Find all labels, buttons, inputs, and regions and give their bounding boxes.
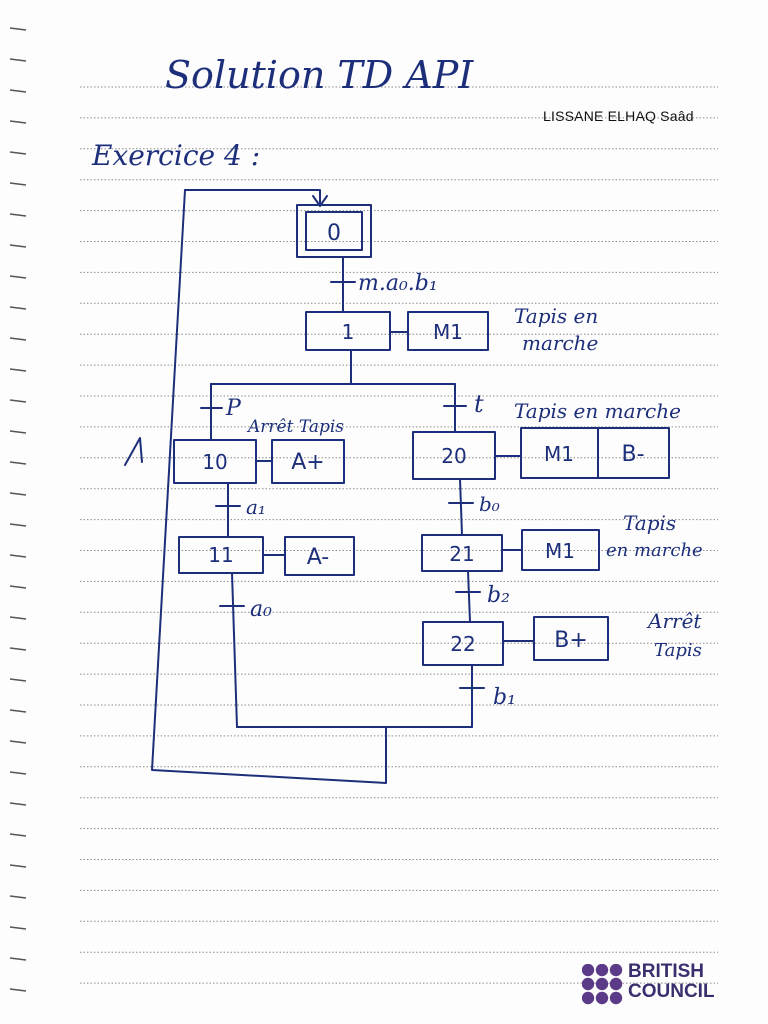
comment-10: Arrêt Tapis [246,417,344,437]
margin-tick [9,430,27,434]
transition-20-label: b₀ [479,492,500,516]
comment-22-line2: Tapis [654,640,702,661]
logo-dot [582,964,595,977]
action-11-box [284,536,355,576]
logo-dot [582,977,595,991]
margin-tick [9,523,27,527]
logo-dot [582,991,595,1005]
logo-dot [595,977,609,991]
margin-tick [9,306,27,310]
action-10-box [271,439,345,484]
action-1-label: M1 [433,320,463,344]
svg-text:1: 1 [342,320,355,344]
action-21-box [521,529,600,571]
comment-1-line1: Tapis en [514,304,598,328]
loop-return-outer [151,189,387,784]
margin-tick [9,957,27,961]
arrow-up-icon [124,437,143,466]
margin-tick [9,802,27,806]
margin-tick [9,833,27,837]
margin-tick [9,58,27,62]
margin-tick [9,678,27,682]
svg-text:21: 21 [449,542,474,566]
margin-tick [9,740,27,744]
logo-dot [595,964,609,977]
loop-return-top [184,189,321,206]
margin-tick [9,554,27,558]
logo-dot [609,964,623,977]
step-22: 22 [422,621,504,666]
transition-p-label: P [225,396,242,421]
svg-text:0: 0 [327,221,341,246]
margin-tick [9,461,27,465]
margin-tick [9,616,27,620]
svg-text:20: 20 [441,444,466,468]
svg-text:10: 10 [202,450,227,474]
logo-dot [595,991,609,1005]
exercise-heading: Exercice 4 : [91,139,260,172]
logo-line1: BRITISH [628,961,704,982]
step-11: 11 [178,536,264,574]
action-1-box [407,311,489,351]
action-22-box [533,616,609,661]
logo-dot [609,991,623,1005]
margin-tick [9,399,27,403]
action-11-label: A- [307,545,330,570]
margin-tick [9,337,27,341]
comment-1-line2: marche [522,331,598,355]
margin-tick [9,492,27,496]
svg-text:22: 22 [450,632,475,656]
logo-line2: COUNCIL [628,981,715,1002]
margin-tick [9,926,27,930]
margin-tick [9,120,27,124]
step-10: 10 [173,439,257,484]
transition-22-label: b₁ [493,685,516,710]
margin-tick [9,151,27,155]
margin-tick [9,585,27,589]
author-name: LISSANE ELHAQ Saâd [543,108,694,124]
action-20-b-box [597,427,670,479]
margin-tick [9,709,27,713]
comment-20: Tapis en marche [514,399,681,423]
transition-11-label: a₀ [250,597,272,622]
margin-tick [9,988,27,992]
comment-21-line2: en marche [606,540,703,561]
page-title: Solution TD API [165,53,474,97]
transition-0-label: m.a₀.b₁ [358,271,438,296]
action-10-label: A+ [291,450,324,475]
margin-tick [9,368,27,372]
transition-21-label: b₂ [487,583,510,608]
action-20-b-label: B- [621,442,644,467]
action-22-label: B+ [554,628,588,653]
margin-tick [9,244,27,248]
transition-10-label: a₁ [246,495,266,519]
margin-tick [9,864,27,868]
step-20: 20 [412,431,496,480]
margin-tick [9,27,27,31]
step-1: 1 [305,311,391,351]
margin-tick [9,895,27,899]
comment-22-line1: Arrêt [646,609,702,633]
logo-dots-icon [582,964,623,1005]
margin-tick [9,647,27,651]
svg-text:11: 11 [208,543,233,567]
british-council-logo: BRITISH COUNCIL [582,962,732,1006]
margin-tick [9,89,27,93]
margin-tick [9,213,27,217]
margin-tick [9,275,27,279]
margin-tick [9,182,27,186]
comment-21-line1: Tapis [623,511,676,535]
transition-t-label: t [474,390,484,418]
step-0: 0 [296,204,372,258]
action-21-label: M1 [545,539,575,563]
logo-dot [609,977,623,991]
margin-tick [9,771,27,775]
action-20-m-label: M1 [544,442,574,466]
step-21: 21 [421,534,503,572]
